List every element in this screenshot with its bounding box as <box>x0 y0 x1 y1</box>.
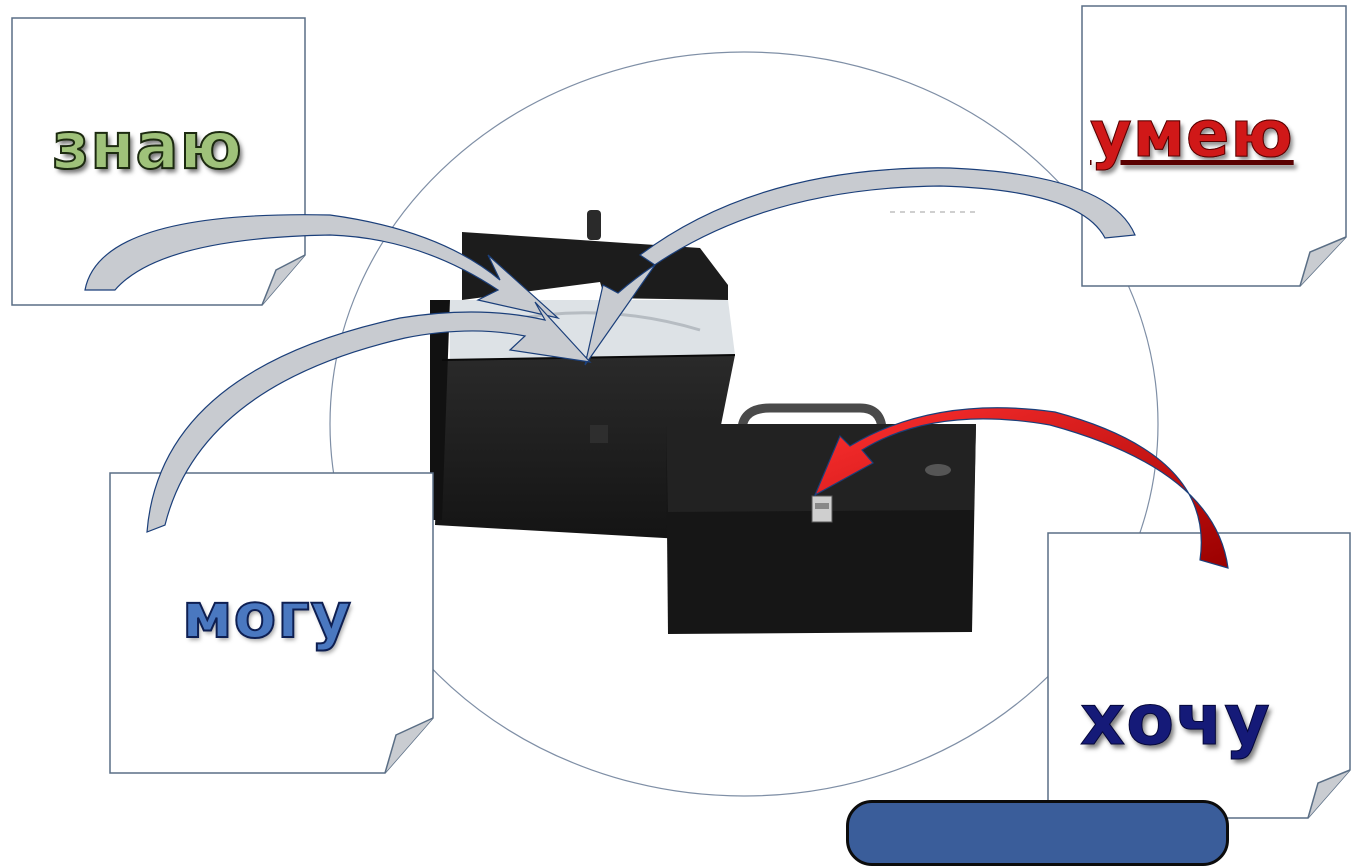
blue-rounded-box <box>846 800 1229 866</box>
note-card-want <box>1048 533 1350 818</box>
briefcase-icon <box>666 408 976 634</box>
word-able: могу <box>182 585 352 647</box>
word-can-do: умею <box>1090 103 1294 167</box>
word-want: хочу <box>1080 685 1271 755</box>
word-know: знаю <box>52 115 243 179</box>
